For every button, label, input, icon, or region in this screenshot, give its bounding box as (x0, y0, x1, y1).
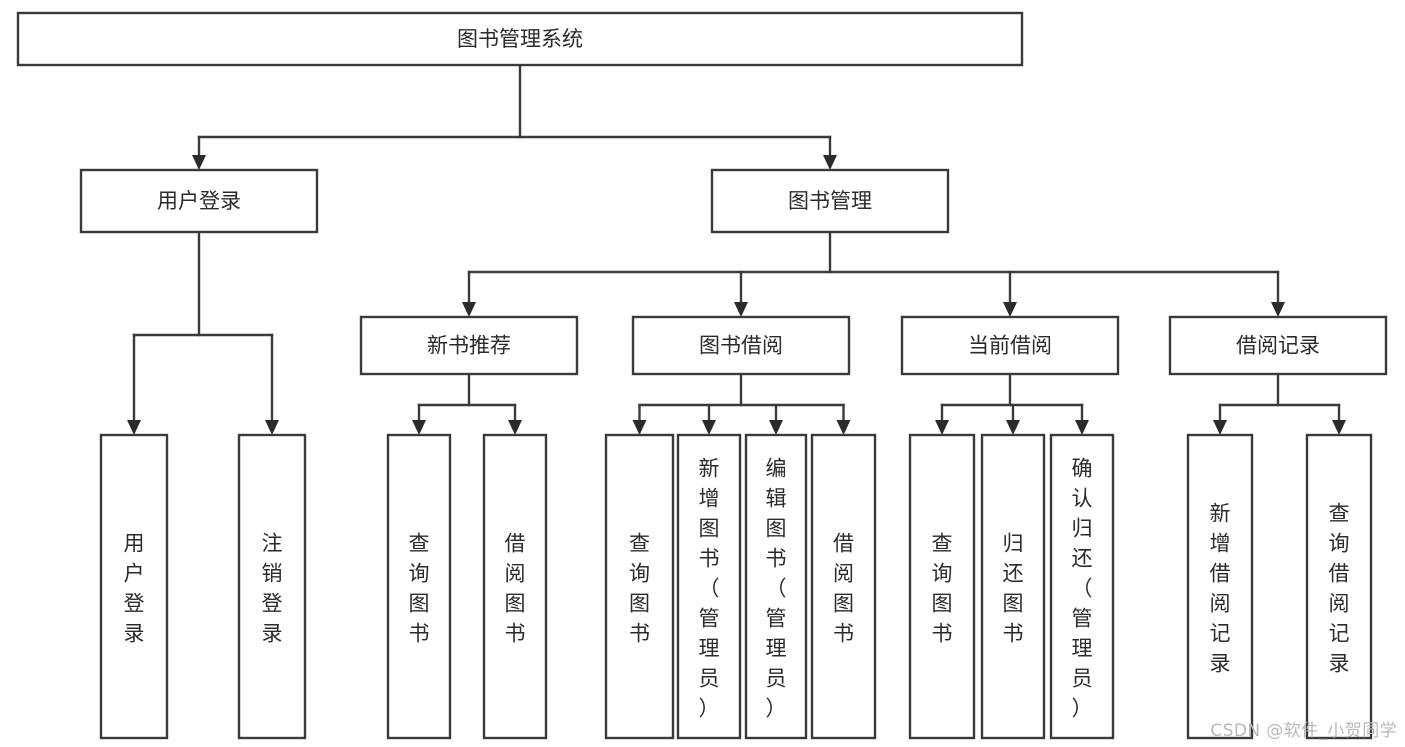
arrowhead-icon (1075, 420, 1089, 435)
arrowhead-icon (412, 420, 426, 435)
arrowhead-icon (632, 420, 647, 435)
node-label: 用户登录 (124, 532, 145, 646)
arrowhead-icon (1006, 420, 1020, 435)
arrowhead-icon (127, 420, 141, 435)
node-label: 查询图书 (629, 532, 650, 646)
csdn-watermark: CSDN @软件_小贺同学 (1210, 721, 1397, 741)
node-label: 借阅图书 (833, 532, 854, 646)
node-label: 新增借阅记录 (1210, 502, 1231, 676)
node-borrow-record[interactable]: 借阅记录 (1168, 315, 1388, 376)
arrowhead-icon (1332, 420, 1346, 435)
node-leaf-query-book-2[interactable]: 查询图书 (604, 433, 675, 740)
arrowhead-icon (935, 420, 949, 435)
node-book-manage[interactable]: 图书管理 (710, 168, 950, 234)
node-label: 注销登录 (262, 532, 283, 646)
node-label: 新书推荐 (427, 334, 511, 358)
node-leaf-borrow-book-1[interactable]: 借阅图书 (482, 433, 548, 740)
node-label: 用户登录 (157, 189, 241, 213)
node-leaf-query-book-3[interactable]: 查询图书 (908, 433, 976, 740)
arrowhead-icon (508, 420, 522, 435)
node-leaf-add-book[interactable]: 新增图书（管理员） (676, 433, 742, 740)
node-leaf-confirm-return[interactable]: 确认归还（管理员） (1049, 433, 1115, 740)
node-label: 编辑图书（管理员） (766, 457, 787, 721)
arrowhead-icon (192, 155, 206, 170)
node-label: 查询图书 (932, 532, 953, 646)
node-leaf-edit-book[interactable]: 编辑图书（管理员） (744, 433, 808, 740)
node-leaf-borrow-book-2[interactable]: 借阅图书 (810, 433, 877, 740)
nodes-layer: 图书管理系统用户登录图书管理新书推荐图书借阅当前借阅借阅记录用户登录注销登录查询… (16, 11, 1388, 740)
node-leaf-add-record[interactable]: 新增借阅记录 (1186, 433, 1254, 740)
node-label: 新增图书（管理员） (699, 457, 720, 721)
node-leaf-query-record[interactable]: 查询借阅记录 (1305, 433, 1373, 740)
node-label: 图书借阅 (699, 334, 783, 358)
node-user-login[interactable]: 用户登录 (79, 168, 319, 234)
node-label: 归还图书 (1003, 532, 1024, 646)
node-leaf-user-login[interactable]: 用户登录 (99, 433, 169, 740)
node-label: 图书管理系统 (457, 27, 583, 51)
node-leaf-return-book[interactable]: 归还图书 (980, 433, 1046, 740)
arrowhead-icon (462, 302, 476, 317)
node-label: 查询借阅记录 (1329, 502, 1350, 676)
arrowhead-icon (1271, 302, 1285, 317)
arrowhead-icon (823, 155, 837, 170)
arrowhead-icon (769, 420, 783, 435)
node-book-borrow[interactable]: 图书借阅 (631, 315, 851, 376)
node-label: 确认归还（管理员） (1072, 457, 1093, 721)
arrowhead-icon (836, 420, 851, 435)
arrowhead-icon (1213, 420, 1227, 435)
edges-layer (127, 63, 1346, 435)
node-root-system-title[interactable]: 图书管理系统 (16, 11, 1024, 67)
node-label: 借阅图书 (505, 532, 526, 646)
node-new-book-recommend[interactable]: 新书推荐 (359, 315, 579, 376)
node-label: 当前借阅 (968, 334, 1052, 358)
node-current-borrow[interactable]: 当前借阅 (900, 315, 1120, 376)
arrowhead-icon (702, 420, 716, 435)
arrowhead-icon (265, 420, 279, 435)
node-leaf-user-logout[interactable]: 注销登录 (237, 433, 307, 740)
arrowhead-icon (734, 302, 748, 317)
node-leaf-query-book-1[interactable]: 查询图书 (386, 433, 452, 740)
arrowhead-icon (1003, 302, 1017, 317)
node-label: 图书管理 (788, 189, 872, 213)
node-label: 借阅记录 (1236, 334, 1320, 358)
node-label: 查询图书 (409, 532, 430, 646)
